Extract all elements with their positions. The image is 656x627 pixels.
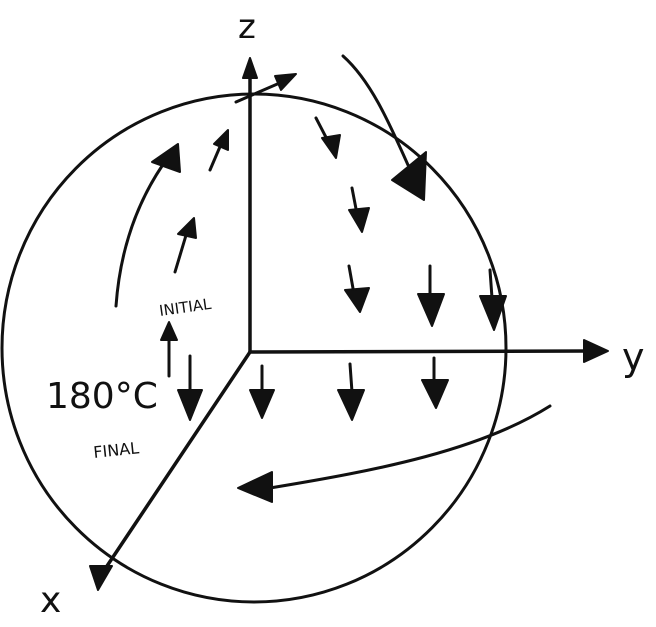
rotation-arrow-bottom	[237, 404, 552, 503]
final-vector-arrow	[177, 354, 203, 421]
x-axis	[89, 350, 252, 591]
y-axis-label: y	[622, 335, 645, 379]
initial-vector-arrow	[160, 321, 178, 378]
z-axis	[234, 57, 297, 354]
field-arrow-up	[208, 129, 229, 172]
field-arrow-down	[249, 364, 275, 419]
field-arrow-down	[314, 116, 341, 159]
field-arrow-down	[348, 186, 370, 233]
field-arrow-down	[417, 264, 445, 327]
x-axis-label: x	[40, 580, 61, 621]
temperature-label: 180°C	[46, 376, 158, 417]
final-label: FINAL	[92, 438, 140, 462]
field-arrow-down	[337, 362, 365, 421]
field-arrow-down	[421, 356, 449, 409]
rotation-arrow-top-right	[341, 54, 427, 201]
field-arrow-down	[344, 264, 370, 313]
field-arrow-down	[479, 268, 507, 331]
z-axis-label: z	[238, 7, 256, 47]
field-arrow-up	[173, 217, 197, 274]
initial-label: INITIAL	[158, 295, 213, 320]
sphere-outline	[0, 92, 508, 604]
y-axis	[248, 339, 609, 363]
rotation-arrow-upper-left	[114, 143, 181, 308]
